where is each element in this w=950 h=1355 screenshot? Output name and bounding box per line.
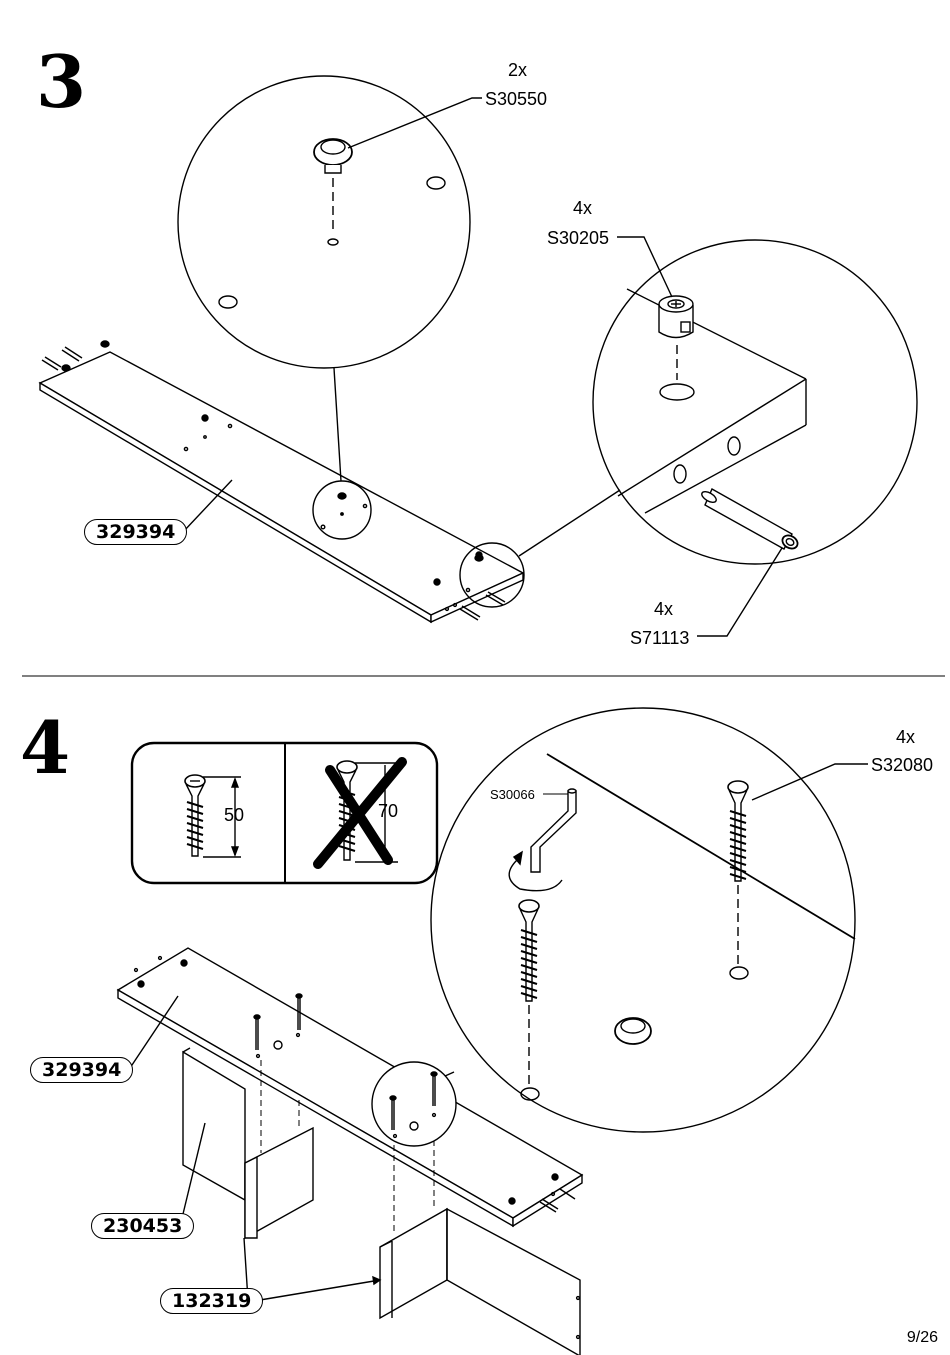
- step4-zoom-large: [430, 707, 856, 1133]
- step4-divider-panel-label: 132319: [160, 1288, 264, 1314]
- step4-zoom-small: [371, 1061, 457, 1147]
- cam-screw-S30550-icon: [313, 138, 353, 174]
- cam-screw-cap-icon: [614, 1017, 652, 1045]
- step-3-number: 3: [36, 39, 87, 124]
- step3-panel-label: 329394: [84, 519, 188, 545]
- step4-top-board: [116, 947, 584, 1228]
- cam-screw-qty: 2x: [508, 60, 528, 80]
- step4-side-panels: [182, 1047, 581, 1355]
- step-4-number: 4: [20, 705, 71, 790]
- allen-key-S30066-icon: [508, 788, 577, 892]
- screw-length-check-box: [130, 741, 439, 885]
- screw-wrong-length: 70: [378, 801, 399, 821]
- cross-out-icon: [313, 757, 407, 869]
- allen-key-code: S30066: [490, 787, 535, 802]
- screw-S32080-second-icon: [727, 780, 749, 882]
- screw-S32080-icon: [518, 899, 540, 1002]
- cam-lock-code: S30205: [547, 228, 610, 248]
- screw-ok-length: 50: [224, 805, 245, 825]
- step4-side-panel-label: 230453: [91, 1213, 195, 1239]
- page-number: 9/26: [906, 1329, 938, 1346]
- screw-qty: 4x: [896, 727, 916, 747]
- step3-board-detail: [617, 288, 807, 514]
- dowel-S71113-icon: [701, 488, 799, 550]
- screw-code: S32080: [871, 755, 934, 775]
- step3-zoom-large-right: [592, 239, 918, 565]
- step4-top-panel-label: 329394: [30, 1057, 134, 1083]
- cam-lock-S30205-icon: [658, 295, 694, 339]
- screw-50mm-icon: [184, 774, 241, 858]
- step3-zoom-small-end: [459, 542, 525, 608]
- dowel-qty: 4x: [654, 599, 674, 619]
- cam-lock-qty: 4x: [573, 198, 593, 218]
- step3-board: [38, 340, 525, 624]
- cam-screw-code: S30550: [485, 89, 548, 109]
- dowel-code: S71113: [630, 628, 690, 648]
- step3-zoom-large-top: [177, 75, 471, 369]
- step3-zoom-small-center: [312, 480, 372, 540]
